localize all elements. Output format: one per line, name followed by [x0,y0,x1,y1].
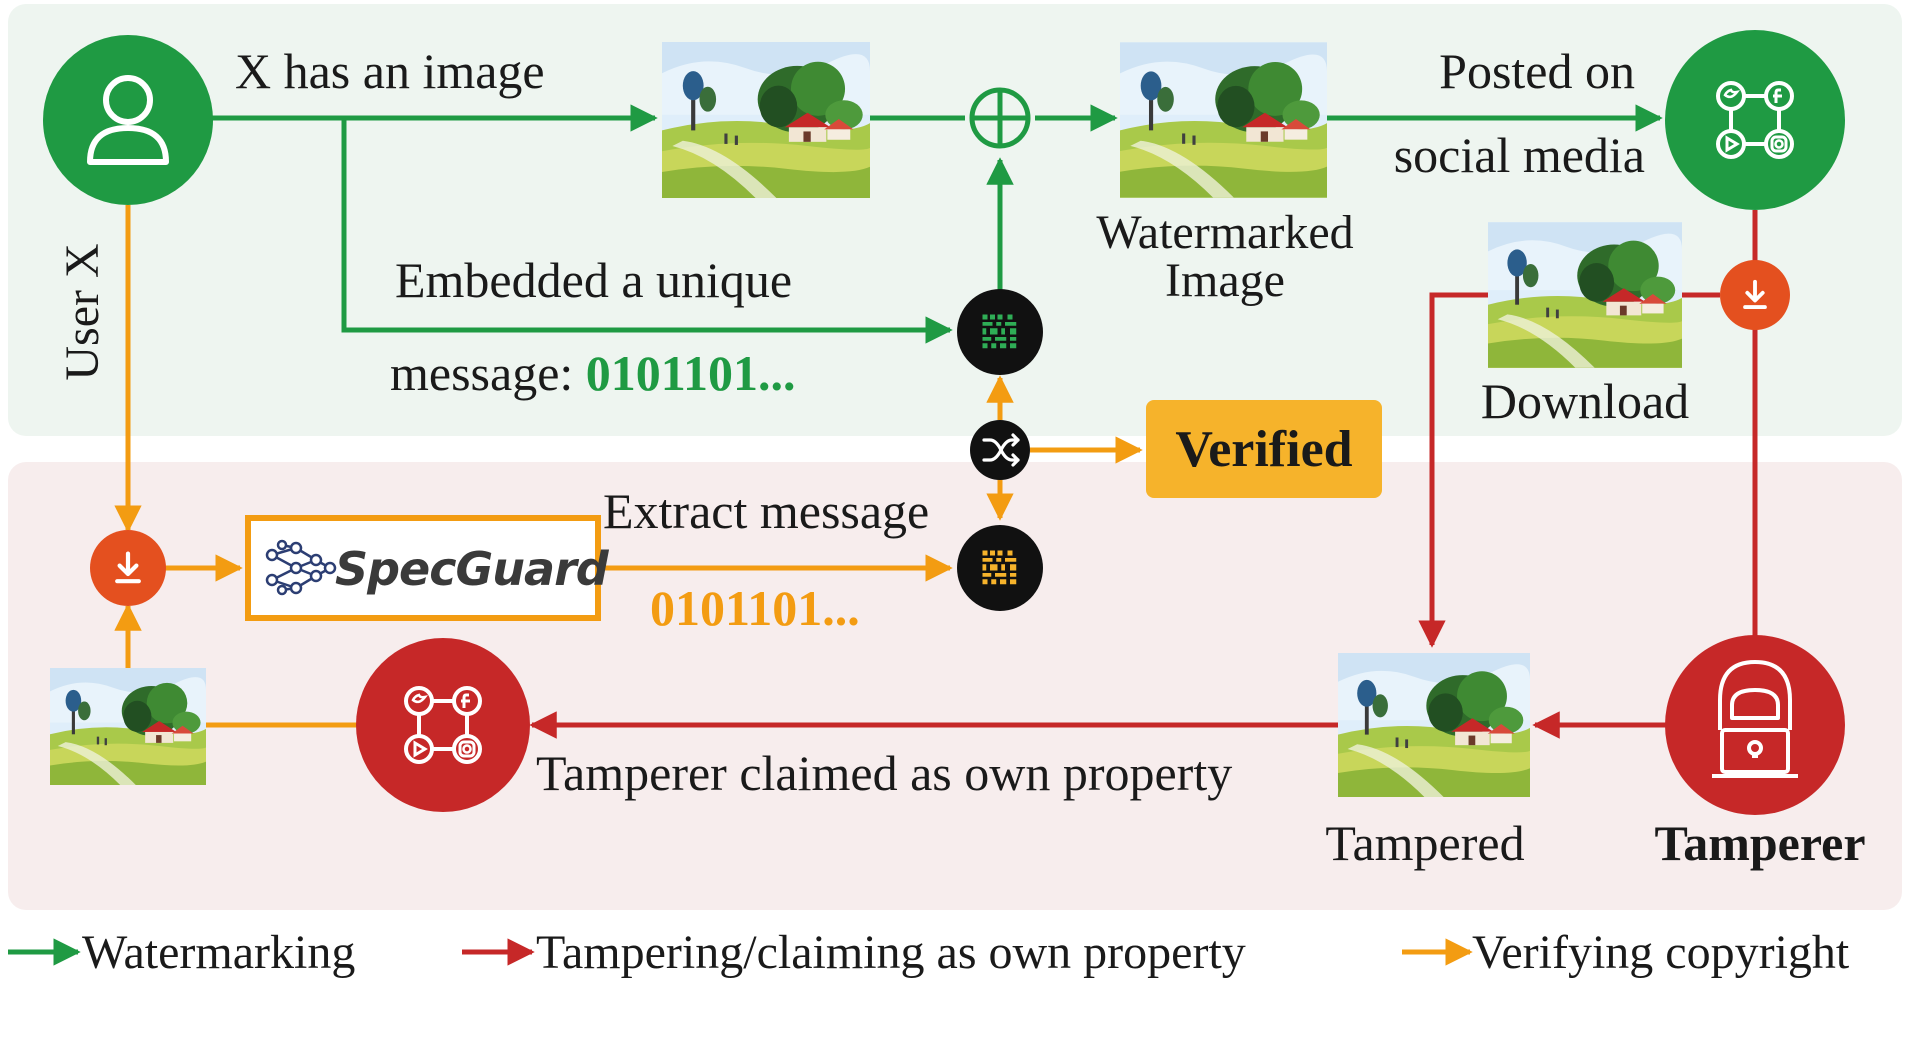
claim-label: Tamperer claimed as own property [536,745,1232,801]
user-x-label: User X [56,243,109,380]
social-media-node-top [1665,30,1845,210]
user-icon [87,75,169,165]
claimed-image [50,668,206,785]
watermarking-arrows [210,104,1663,344]
embed-label-line1: Embedded a unique [395,252,792,308]
legend-item-watermarking: Watermarking [8,926,355,979]
embedded-message-node [957,289,1043,375]
tamperer-label: Tamperer [1654,815,1865,871]
watermarked-label-line2: Image [1165,254,1285,307]
compare-node [970,420,1030,480]
extract-label: Extract message [603,483,929,539]
verified-label: Verified [1175,421,1352,478]
posted-label-line1: Posted on [1439,43,1635,99]
verifying-arrows [114,205,1143,728]
tampered-image [1338,653,1530,797]
embed-label-line2: message: 0101101... [390,345,796,401]
neural-network-icon [265,539,337,596]
extract-code: 0101101... [650,580,860,636]
posted-label-line2: social media [1394,127,1645,183]
hacker-icon [1712,660,1798,778]
shuffle-icon [982,433,1020,467]
verified-box: Verified [1146,400,1382,498]
download-badge-top [1720,260,1790,330]
watermarked-label-line1: Watermarked [1096,206,1353,259]
legend-item-tampering: Tampering/claiming as own property [462,926,1246,979]
legend-label-tampering: Tampering/claiming as own property [536,926,1246,979]
original-image [662,42,870,198]
has-image-label: X has an image [235,43,545,99]
legend-item-verifying: Verifying copyright [1402,926,1850,979]
tampered-label: Tampered [1325,815,1524,871]
download-label: Download [1481,373,1689,429]
embed-code: 0101101... [586,345,796,401]
social-media-node-bottom [356,638,530,812]
watermarked-image [1120,42,1327,198]
legend: Watermarking Tampering/claiming as own p… [8,926,1850,979]
extracted-message-node [957,525,1043,611]
downloaded-image [1488,222,1682,368]
specguard-label: SpecGuard [335,542,610,596]
user-x-node [43,35,213,205]
legend-label-watermarking: Watermarking [82,926,355,979]
legend-label-verifying: Verifying copyright [1472,926,1850,979]
tamperer-node [1665,635,1845,815]
download-badge-bottom [90,530,166,606]
specguard-box: SpecGuard [245,515,611,621]
combine-node [969,87,1031,149]
embed-label-prefix: message: [390,345,586,401]
